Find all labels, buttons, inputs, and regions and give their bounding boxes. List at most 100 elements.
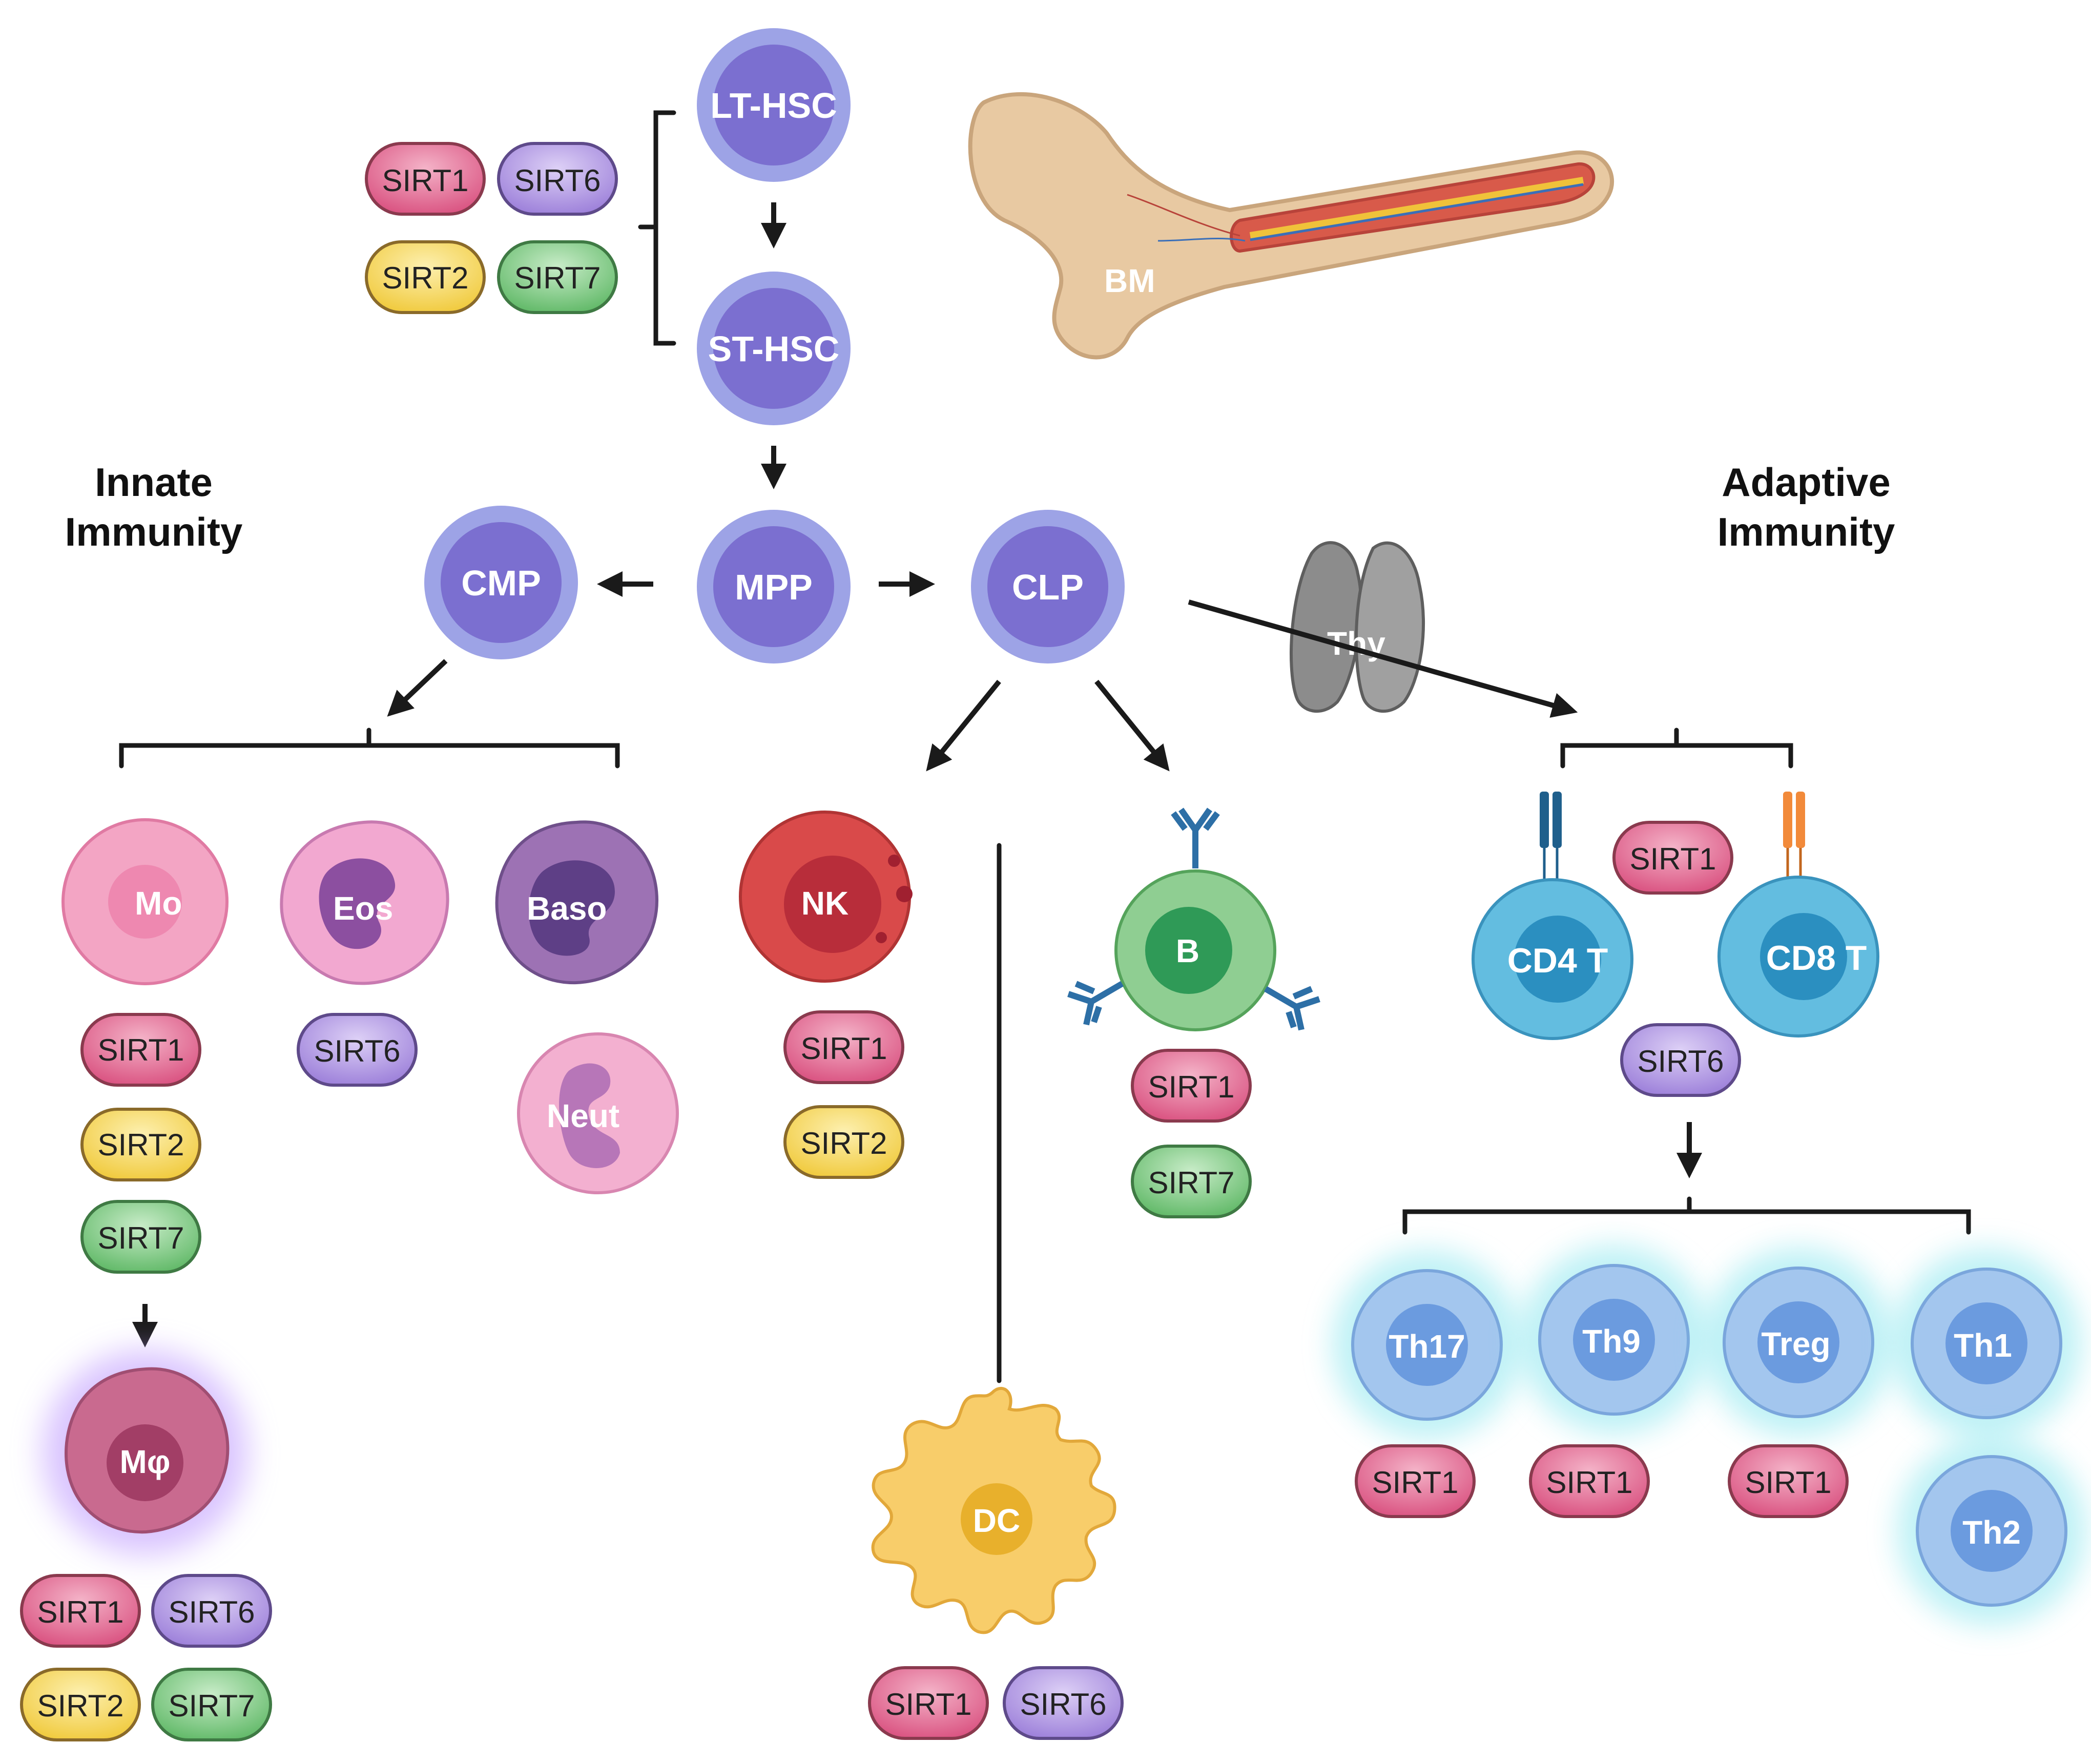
sirt6-badge: SIRT6 [297, 1013, 418, 1087]
svg-text:SIRT7: SIRT7 [1148, 1166, 1235, 1200]
tcr-receptor-icon [1783, 792, 1805, 889]
clp-cell: CLP [971, 510, 1125, 663]
svg-text:SIRT6: SIRT6 [1638, 1044, 1724, 1078]
svg-text:SIRT1: SIRT1 [98, 1033, 184, 1067]
monocyte-label: Mo [135, 885, 182, 922]
mpp-cell: MPP [697, 510, 851, 663]
sirt6-badge: SIRT6 [1003, 1666, 1124, 1740]
tcr-receptor-icon [1540, 792, 1562, 889]
sirt1-badge: SIRT1 [20, 1574, 141, 1648]
eosinophil-label: Eos [333, 890, 393, 927]
svg-text:SIRT6: SIRT6 [314, 1034, 401, 1068]
svg-text:SIRT2: SIRT2 [37, 1689, 124, 1723]
dendritic-label: DC [973, 1502, 1020, 1539]
macrophage-cell: Mφ [43, 1350, 247, 1555]
bone-marrow-illustration: BM [968, 92, 1614, 360]
svg-text:SIRT1: SIRT1 [37, 1595, 124, 1629]
antibody-icon [1067, 981, 1124, 1026]
svg-text:SIRT7: SIRT7 [169, 1689, 255, 1723]
monocyte-cell: Mo [61, 818, 229, 985]
svg-text:SIRT1: SIRT1 [1148, 1070, 1235, 1104]
th1-cell: Th1 [1892, 1249, 2081, 1438]
th17-cell: Th17 [1332, 1250, 1522, 1440]
macrophage-label: Mφ [119, 1443, 170, 1480]
sirt1-badge: SIRT1 [1131, 1049, 1252, 1123]
th9-label: Th9 [1582, 1323, 1641, 1360]
mpp-label: MPP [735, 567, 813, 607]
cd8-t-label: CD8 T [1766, 939, 1867, 978]
sirt2-badge: SIRT2 [80, 1108, 201, 1181]
lt-hsc-cell: LT-HSC [697, 28, 851, 182]
th9-cell: Th9 [1519, 1245, 1709, 1435]
clp-label: CLP [1012, 567, 1084, 607]
svg-text:SIRT1: SIRT1 [382, 163, 469, 198]
sirt7-badge: SIRT7 [497, 240, 618, 314]
basophil-cell: Baso [495, 820, 658, 985]
thymus-illustration: Thy [1290, 541, 1425, 713]
cmp-cell: CMP [424, 506, 578, 659]
sirt1-badge: SIRT1 [80, 1013, 201, 1087]
sirt1-badge: SIRT1 [365, 142, 486, 216]
th1-label: Th1 [1954, 1327, 2012, 1364]
adaptive-heading-line1: Adaptive [1722, 460, 1890, 505]
svg-text:SIRT1: SIRT1 [885, 1687, 972, 1721]
st-hsc-cell: ST-HSC [697, 272, 851, 425]
sirt7-badge: SIRT7 [80, 1200, 201, 1274]
svg-text:SIRT1: SIRT1 [1546, 1465, 1633, 1500]
svg-text:SIRT1: SIRT1 [801, 1031, 887, 1066]
cd4-t-label: CD4 T [1507, 941, 1608, 980]
svg-text:SIRT6: SIRT6 [514, 163, 601, 198]
svg-text:SIRT1: SIRT1 [1372, 1465, 1459, 1500]
antibody-icon [1264, 986, 1320, 1031]
sirt7-badge: SIRT7 [151, 1668, 272, 1741]
sirt1-badge: SIRT1 [1728, 1444, 1849, 1518]
lt-hsc-label: LT-HSC [710, 86, 837, 126]
bone-marrow-label: BM [1104, 262, 1155, 299]
svg-text:SIRT2: SIRT2 [98, 1128, 184, 1162]
th17-label: Th17 [1389, 1328, 1465, 1365]
adaptive-heading-line2: Immunity [1717, 509, 1895, 554]
neutrophil-label: Neut [547, 1097, 619, 1134]
sirt1-badge: SIRT1 [868, 1666, 989, 1740]
cd8-t-cell: CD8 T [1717, 876, 1879, 1037]
b-cell-label: B [1176, 932, 1199, 969]
cd4-t-cell: CD4 T [1472, 878, 1633, 1040]
st-hsc-label: ST-HSC [708, 329, 840, 369]
th2-cell: Th2 [1897, 1436, 2086, 1626]
sirt1-badge: SIRT1 [1355, 1444, 1476, 1518]
sirt7-badge: SIRT7 [1131, 1145, 1252, 1218]
antibody-icon [1171, 807, 1220, 868]
treg-label: Treg [1761, 1325, 1830, 1362]
sirt2-badge: SIRT2 [783, 1105, 904, 1179]
svg-text:SIRT6: SIRT6 [169, 1595, 255, 1629]
innate-heading-line2: Immunity [65, 509, 243, 554]
sirt6-badge: SIRT6 [151, 1574, 272, 1648]
basophil-label: Baso [527, 890, 607, 927]
sirt6-badge: SIRT6 [1620, 1023, 1741, 1097]
svg-text:SIRT1: SIRT1 [1745, 1465, 1832, 1500]
dendritic-cell: DC [871, 1387, 1116, 1634]
svg-text:SIRT6: SIRT6 [1020, 1687, 1107, 1721]
sirt2-badge: SIRT2 [365, 240, 486, 314]
innate-heading-line1: Innate [95, 460, 213, 505]
neutrophil-cell: Neut [517, 1032, 679, 1194]
svg-text:SIRT7: SIRT7 [98, 1221, 184, 1255]
b-cell: B [1114, 869, 1276, 1031]
nk-label: NK [801, 885, 848, 922]
th2-label: Th2 [1962, 1514, 2021, 1551]
sirt1-badge: SIRT1 [783, 1010, 904, 1084]
eosinophil-cell: Eos [280, 820, 449, 985]
sirt2-badge: SIRT2 [20, 1668, 141, 1741]
nk-cell: NK [739, 811, 913, 983]
sirt-badges: SIRT1 SIRT6 SIRT2 SIRT7 SIRT1 SIRT2 SIRT… [20, 142, 1849, 1741]
svg-text:SIRT1: SIRT1 [1630, 842, 1716, 876]
treg-cell: Treg [1704, 1248, 1893, 1437]
sirt1-badge: SIRT1 [1529, 1444, 1650, 1518]
cmp-label: CMP [461, 563, 541, 603]
sirt6-badge: SIRT6 [497, 142, 618, 216]
lineage-connectors [119, 110, 1971, 1383]
svg-text:SIRT2: SIRT2 [801, 1126, 887, 1160]
sirt1-badge: SIRT1 [1612, 821, 1733, 895]
svg-text:SIRT7: SIRT7 [514, 261, 601, 295]
